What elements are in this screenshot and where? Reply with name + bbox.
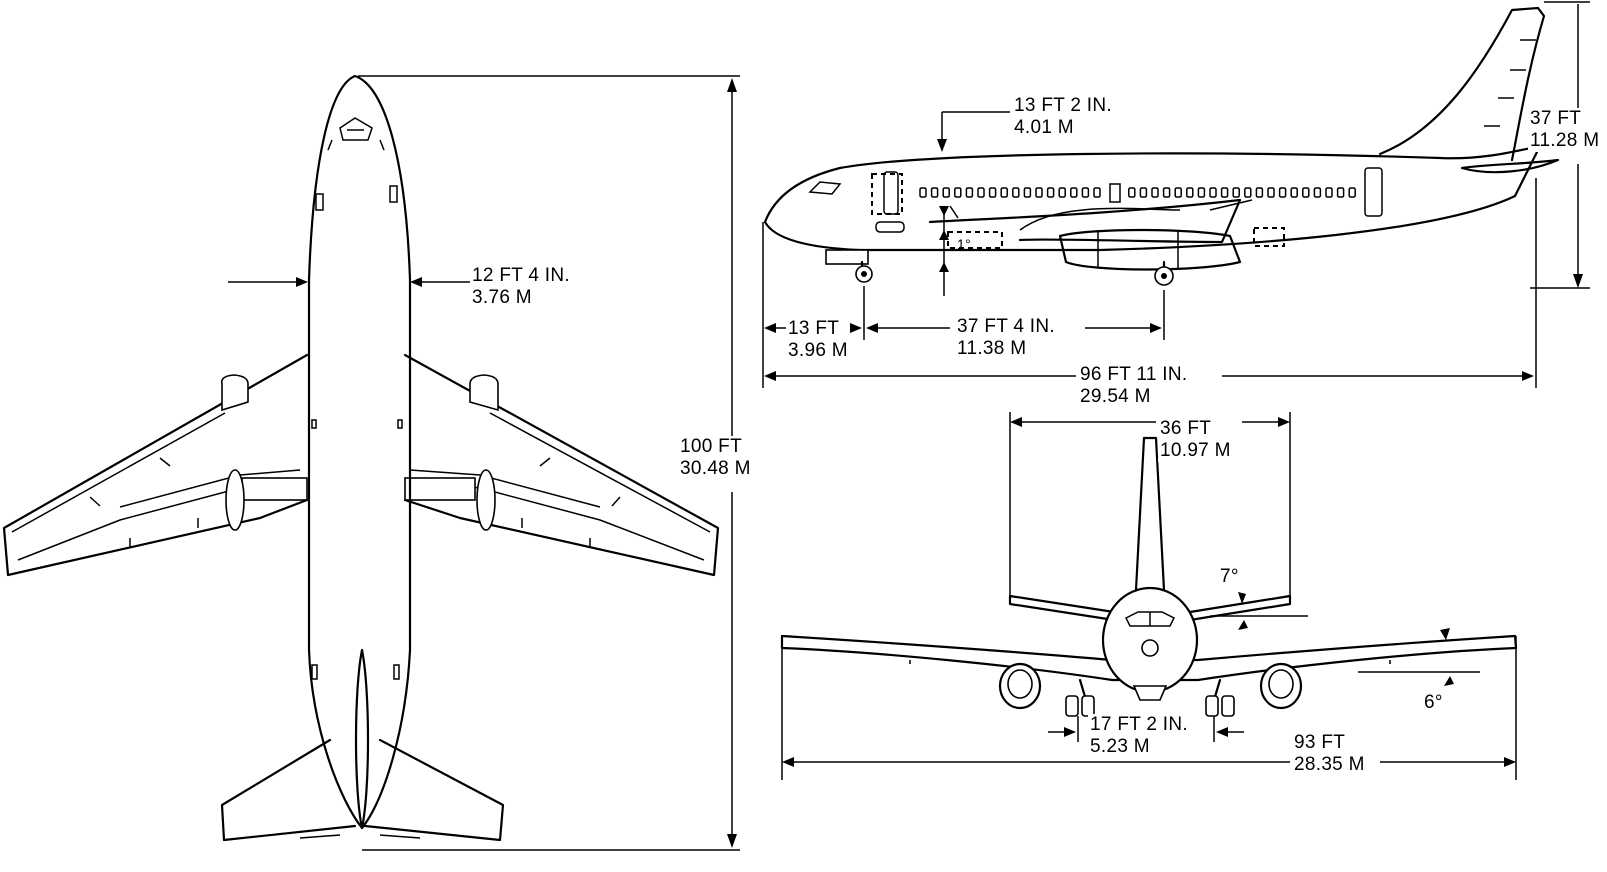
side-window: [942, 187, 950, 198]
side-window: [1174, 187, 1182, 198]
side-doors: [871, 167, 1383, 249]
side-window: [1093, 187, 1101, 198]
side-window: [1302, 187, 1310, 198]
front-gear-track-dimension: [1048, 716, 1244, 742]
side-stabilizer-angle-label: 1°: [957, 236, 971, 252]
front-main-gear: [1065, 678, 1235, 717]
side-window: [1035, 187, 1043, 198]
side-window: [1081, 187, 1090, 198]
side-wheelbase-label: 37 FT 4 IN.11.38 M: [955, 316, 1057, 360]
side-window: [1186, 187, 1194, 198]
side-window: [954, 187, 962, 198]
side-window: [1255, 187, 1264, 198]
front-engines: [998, 662, 1303, 710]
plan-right-wing: [403, 353, 720, 577]
side-window: [965, 187, 974, 198]
side-overall-length-label: 96 FT 11 IN.29.54 M: [1078, 364, 1190, 408]
side-window: [1336, 187, 1345, 198]
side-window-row: [919, 187, 1356, 198]
side-window: [1023, 187, 1032, 198]
side-window: [919, 187, 927, 198]
side-window: [1244, 187, 1252, 198]
plan-left-wing: [2, 353, 309, 577]
side-window: [1128, 187, 1136, 198]
side-window: [1046, 187, 1055, 198]
front-wingspan-dimension: [781, 636, 1517, 780]
side-window: [1012, 187, 1020, 198]
side-window: [1000, 187, 1008, 198]
side-window: [1278, 187, 1287, 198]
side-tail-height-dimension: [1530, 1, 1590, 289]
side-engine: [1058, 228, 1242, 271]
side-cabin-height-label: 13 FT 2 IN.4.01 M: [1012, 95, 1114, 139]
side-window: [1348, 187, 1356, 198]
front-fuselage: [1101, 586, 1199, 701]
plan-fuselage: [307, 74, 412, 830]
side-fuselage: [763, 6, 1560, 252]
side-window: [1070, 187, 1078, 198]
side-window: [1232, 187, 1240, 198]
side-window: [1220, 187, 1229, 198]
plan-fuselage-width-dimension: [228, 277, 470, 287]
side-window: [1313, 187, 1322, 198]
front-wing-dihedral-label: 6°: [1424, 692, 1443, 713]
side-window: [1151, 187, 1159, 198]
side-cabin-height-dimension: [937, 111, 1010, 152]
side-window: [1267, 187, 1275, 198]
front-wing-dihedral: [1358, 628, 1480, 686]
side-window: [988, 187, 997, 198]
side-window: [1290, 187, 1298, 198]
plan-length-dimension: [358, 75, 740, 851]
front-stabilizer-dihedral-label: 7°: [1220, 566, 1239, 587]
side-window: [1162, 187, 1171, 198]
side-window: [1209, 187, 1217, 198]
plan-fuselage-width-label: 12 FT 4 IN.3.76 M: [470, 265, 572, 309]
side-window: [977, 187, 985, 198]
plan-horizontal-stabilizer: [220, 738, 505, 842]
side-window: [1139, 187, 1148, 198]
front-tail-span-dimension: [1009, 412, 1291, 596]
plan-left-engine: [129, 374, 249, 548]
side-window: [1197, 187, 1206, 198]
side-window: [1058, 187, 1066, 198]
side-stabilizer-angle: [939, 205, 959, 296]
front-stabilizer-dihedral: [1210, 592, 1308, 630]
side-length-dimensions: [762, 178, 1537, 388]
side-window: [930, 187, 939, 198]
plan-right-engine: [469, 374, 591, 548]
side-landing-gear: [825, 249, 1174, 286]
side-wing: [928, 198, 1253, 244]
front-gear-track-label: 17 FT 2 IN.5.23 M: [1088, 714, 1190, 758]
side-window: [1325, 187, 1333, 198]
